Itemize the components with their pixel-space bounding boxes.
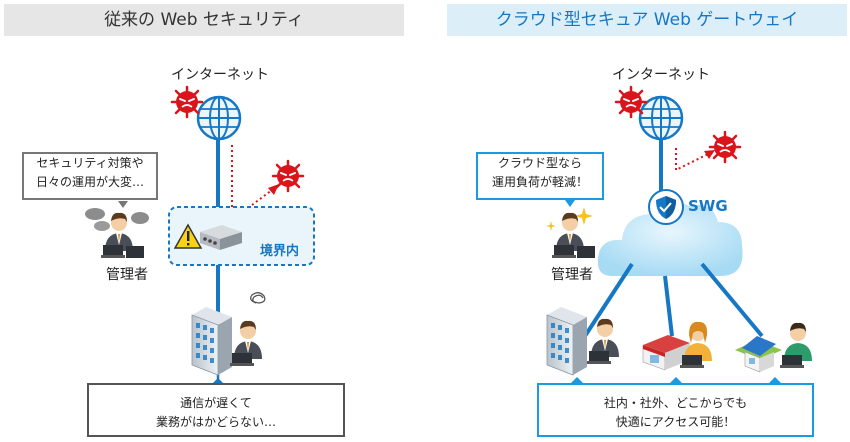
right-internet-globe-icon — [638, 95, 684, 141]
right-admin-label: 管理者 — [551, 267, 593, 283]
line-to-shop — [663, 275, 674, 337]
left-office-building-icon — [191, 306, 233, 376]
left-frustration-scribble-icon — [250, 292, 266, 304]
left-bubble-tail — [118, 201, 128, 208]
right-bottom-line-2: 快適にアクセス可能！ — [615, 415, 736, 429]
right-admin-speech-bubble: クラウド型なら 運用負荷が軽減！ — [476, 152, 604, 200]
right-virus-icon-top — [614, 85, 648, 119]
right-bubble-tail — [565, 200, 575, 207]
shop-worker-icon — [680, 321, 712, 368]
left-attack-path-out — [231, 189, 273, 221]
swg-shield-icon — [648, 189, 684, 225]
shop-icon — [642, 335, 690, 371]
right-bottom-line-1: 社内・社外、どこからでも — [603, 396, 748, 410]
left-bottom-message: 通信が遅くて 業務がはかどらない… — [90, 394, 342, 432]
right-attack-arrow — [704, 150, 715, 159]
right-bottom-message: 社内・社外、どこからでも 快適にアクセス可能！ — [540, 394, 811, 432]
cloud-swg-header: クラウド型セキュア Web ゲートウェイ — [447, 4, 847, 36]
right-sparkle-icon — [546, 207, 593, 231]
left-bubble-line-1: セキュリティ対策や — [36, 156, 144, 170]
left-bottom-line-2: 業務がはかどらない… — [155, 415, 276, 429]
left-virus-icon-top — [170, 85, 204, 119]
warning-icon — [173, 223, 203, 249]
perimeter-label: 境界内 — [260, 244, 300, 259]
home-icon — [735, 336, 782, 373]
home-worker-icon — [780, 322, 812, 368]
left-admin-laptop-icon — [126, 246, 144, 258]
right-blocked-attack-path — [675, 148, 709, 172]
left-admin-speech-bubble: セキュリティ対策や 日々の運用が大変… — [22, 152, 158, 200]
right-bottom-box-border — [537, 383, 814, 437]
right-admin-laptop-icon — [577, 246, 595, 258]
traditional-security-header: 従来の Web セキュリティ — [4, 4, 404, 36]
line-to-home — [700, 262, 764, 338]
right-virus-icon-right — [708, 130, 742, 164]
left-internet-label: インターネット — [171, 67, 269, 83]
left-bottom-box-border — [87, 383, 345, 437]
right-bubble-line-1: クラウド型なら — [497, 156, 582, 170]
left-admin-label: 管理者 — [106, 267, 148, 283]
right-internet-label: インターネット — [612, 67, 710, 83]
swg-label: SWG — [688, 197, 728, 215]
right-bottom-arrows — [570, 377, 782, 384]
left-bottom-line-1: 通信が遅くて — [180, 396, 252, 410]
left-virus-icon-right — [271, 159, 305, 193]
left-worker-person-icon — [230, 320, 262, 366]
cloud-icon — [597, 202, 743, 276]
left-bubble-line-2: 日々の運用が大変… — [35, 175, 144, 189]
left-worry-cloud-icon — [85, 208, 149, 231]
right-office-building-icon — [546, 306, 588, 376]
left-internet-globe-icon — [196, 95, 242, 141]
line-to-office — [583, 262, 634, 338]
right-bubble-line-2: 運用負荷が軽減！ — [491, 175, 588, 189]
proxy-appliance-icon — [200, 225, 242, 250]
